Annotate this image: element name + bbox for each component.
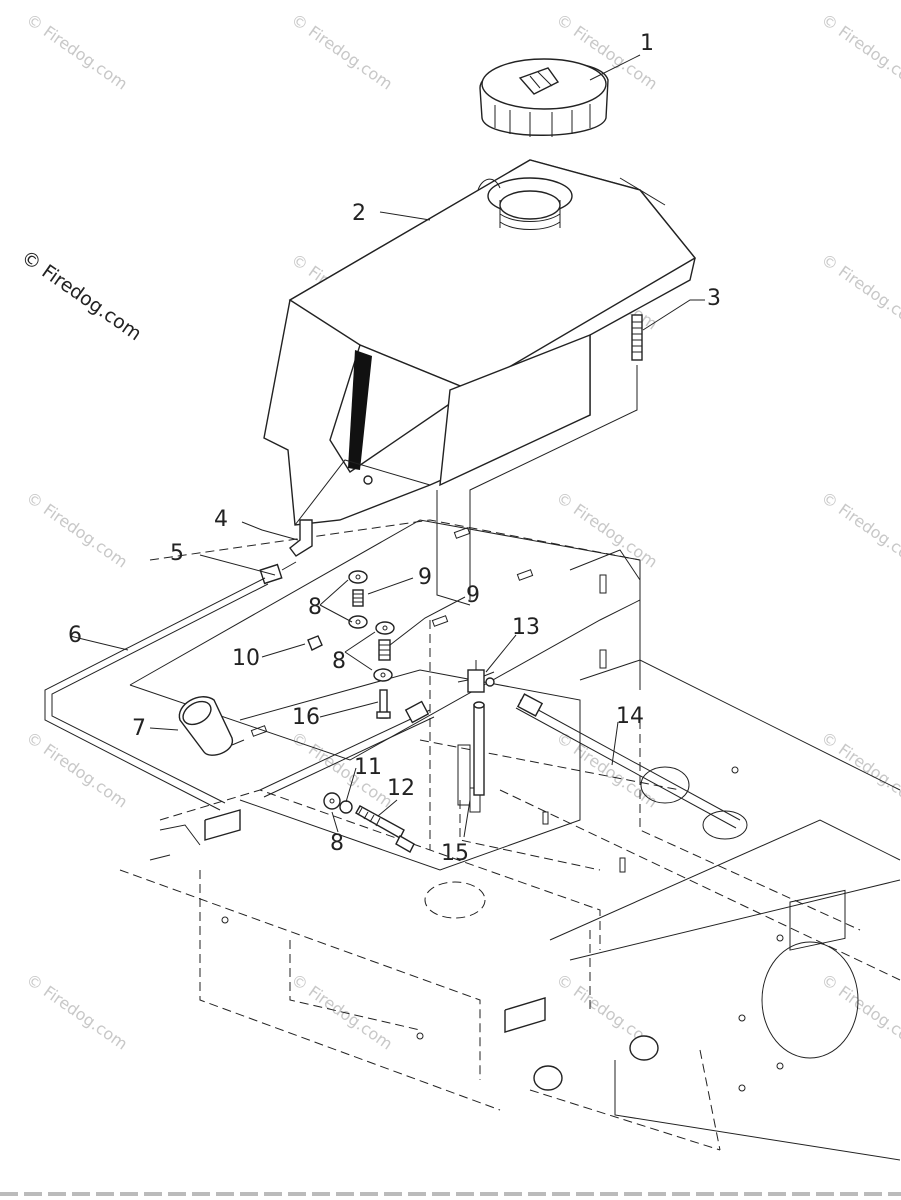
tank-stud <box>436 314 643 606</box>
callout-13: 13 <box>512 615 540 640</box>
fuel-shutoff-valve <box>457 660 495 806</box>
callout-11: 11 <box>354 755 382 780</box>
callout-4: 4 <box>214 507 228 532</box>
watermark-layer: © Firedog.com © Firedog.com © Firedog.co… <box>23 10 901 1054</box>
elbow-fitting <box>289 519 313 557</box>
bolt-assembly <box>323 792 415 853</box>
watermark: © Firedog.com <box>23 970 131 1054</box>
callout-2: 2 <box>352 201 366 226</box>
callout-16: 16 <box>292 705 320 730</box>
watermark: © Firedog.com <box>818 250 901 334</box>
watermark: © Firedog.com <box>818 488 901 572</box>
watermark: © Firedog.com <box>288 10 396 94</box>
callout-3: 3 <box>707 286 721 311</box>
watermark: © Firedog.com <box>23 10 131 94</box>
watermark: © Firedog.com <box>23 488 131 572</box>
watermark: © Firedog.com <box>553 728 661 812</box>
callout-8: 8 <box>308 595 322 620</box>
callout-8: 8 <box>332 649 346 674</box>
callout-10: 10 <box>232 646 260 671</box>
watermark: © Firedog.com <box>23 728 131 812</box>
watermark: © Firedog.com <box>818 970 901 1054</box>
callout-6: 6 <box>68 623 82 648</box>
callout-12: 12 <box>387 776 415 801</box>
callout-15: 15 <box>441 841 469 866</box>
watermark: © Firedog.com <box>818 10 901 94</box>
fuel-line <box>44 577 269 811</box>
callout-7: 7 <box>132 716 146 741</box>
copyright-notice: © Firedog.com <box>17 246 145 345</box>
callout-labels: 1 2 3 4 5 6 7 8 8 8 9 9 10 11 12 13 14 1… <box>68 31 721 866</box>
fuel-tank <box>263 159 697 526</box>
frame-chassis <box>119 519 901 1161</box>
watermark: © Firedog.com <box>553 488 661 572</box>
callout-9: 9 <box>466 583 480 608</box>
mounting-hardware <box>307 570 395 719</box>
callout-8: 8 <box>330 831 344 856</box>
fuel-filter <box>178 696 245 756</box>
callout-leaders <box>69 54 705 838</box>
fuel-line-right <box>259 693 741 829</box>
callout-9: 9 <box>418 565 432 590</box>
callout-14: 14 <box>616 704 644 729</box>
page-bottom-border <box>0 1192 901 1196</box>
fuel-cap <box>479 58 609 137</box>
callout-1: 1 <box>640 31 654 56</box>
callout-5: 5 <box>170 541 184 566</box>
